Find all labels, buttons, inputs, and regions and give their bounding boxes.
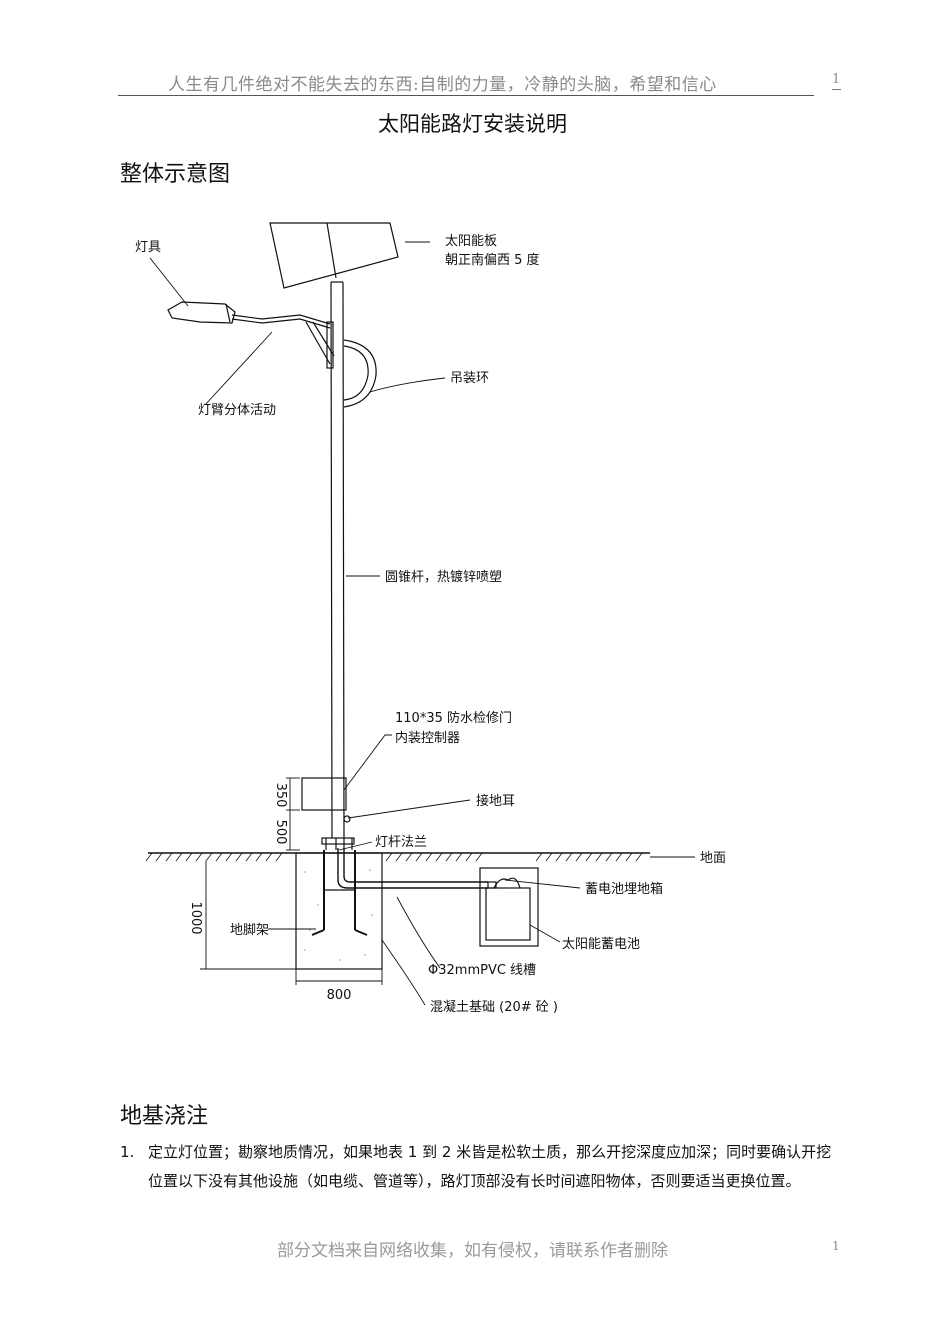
lamp-head [167,301,236,324]
section-heading-foundation: 地基浇注 [120,1104,209,1129]
label-lamp: 灯具 [135,240,161,255]
header-page-number: 1 [832,72,841,87]
concrete-foundation [295,852,383,970]
label-pole: 圆锥杆，热镀锌喷塑 [385,569,502,585]
list-item: 1. 定立灯位置；勘察地质情况，如果地表 1 到 2 米皆是松软土质，那么开挖深… [120,1138,840,1196]
label-solar-panel-line2: 朝正南偏西 5 度 [445,252,540,268]
label-flange: 灯杆法兰 [375,835,427,850]
label-ground: 地面 [700,851,726,866]
document-title: 太阳能路灯安装说明 [378,112,567,136]
label-battery-box: 蓄电池埋地箱 [585,881,663,897]
dimension-500: 500 [273,820,288,845]
label-battery: 太阳能蓄电池 [562,937,640,952]
label-solar-panel-line1: 太阳能板 [445,234,497,249]
label-door-line2: 内装控制器 [395,730,460,746]
footer-text: 部分文档来自网络收集，如有侵权，请联系作者删除 [277,1241,668,1261]
battery [485,887,531,941]
pole-left-edge [330,281,333,839]
label-ground-lug: 接地耳 [476,793,515,809]
pole-right-edge [342,281,345,839]
dimension-1000: 1000 [188,901,203,934]
footer-page-number: 1 [832,1239,840,1253]
header-page-number-underline [832,89,841,90]
label-anchor: 地脚架 [230,922,269,938]
dimension-350: 350 [273,783,288,808]
battery-box [479,867,539,947]
label-lamp-arm: 灯臂分体活动 [198,403,276,418]
lifting-ring [343,339,377,408]
label-pvc: Φ32mmPVC 线槽 [428,963,536,978]
dimension-800: 800 [327,988,352,1003]
label-door-line1: 110*35 防水检修门 [395,710,512,726]
service-door [301,777,347,811]
label-concrete: 混凝土基础 (20# 砼 ) [430,999,558,1015]
ground-lug [343,815,351,823]
lamp-arm [231,318,331,329]
list-item-number: 1. [120,1143,135,1161]
header-quote: 人生有几件绝对不能失去的东西:自制的力量，冷静的头脑，希望和信心 [168,75,717,95]
pvc-conduit [337,848,488,889]
list-item-text: 定立灯位置；勘察地质情况，如果地表 1 到 2 米皆是松软土质，那么开挖深度应加… [148,1143,832,1190]
street-light-diagram: 灯具 太阳能板 朝正南偏西 5 度 吊装环 灯臂分体活动 圆锥杆，热镀锌喷塑 1… [135,222,726,1015]
header-rule [118,95,814,96]
label-lifting-ring: 吊装环 [450,371,489,386]
solar-panel [269,222,399,289]
section-heading-overview: 整体示意图 [120,162,231,187]
flange [321,837,355,845]
